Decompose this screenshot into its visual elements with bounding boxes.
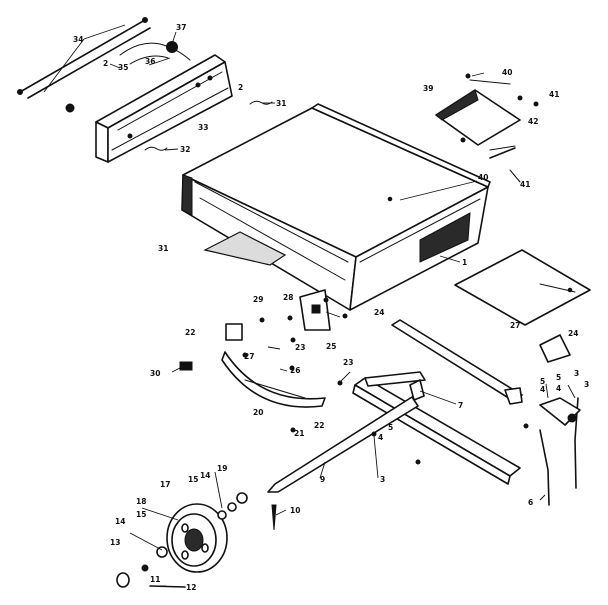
part-label: 3 [380, 475, 385, 484]
part-label: 7 [458, 401, 463, 410]
part-number-labels: 34 37 2 35 36 2 31 33 32 39 40 41 42 40 … [73, 23, 589, 592]
part-label: 4 [378, 433, 383, 442]
part-label: 27 [244, 352, 254, 361]
part-label: 40 [478, 173, 488, 182]
part-label: 1 [462, 258, 467, 267]
wheel-assembly [166, 503, 228, 573]
dump-box [181, 103, 491, 311]
axle-bolt [149, 585, 186, 588]
part-label: 36 [145, 57, 155, 66]
tongue-bar [267, 379, 425, 493]
part-label: 14 [200, 471, 210, 480]
part-label: 27 [510, 321, 520, 330]
tailgate-rod [17, 17, 151, 99]
mount-bracket [539, 334, 571, 363]
part-label: 14 [115, 517, 125, 526]
part-label: 10 [290, 506, 300, 515]
part-label: 37 [176, 23, 186, 32]
hub-bracket [539, 397, 581, 426]
part-label: 41 [549, 90, 559, 99]
part-label: 23 [295, 343, 305, 352]
part-label: 20 [253, 408, 263, 417]
part-label: 17 [160, 480, 170, 489]
part-label: 32 [180, 145, 190, 154]
spring-rod-left [539, 429, 550, 506]
part-label: 26 [290, 366, 300, 375]
part-label: 2 [103, 59, 108, 68]
part-label: 5 [388, 423, 393, 432]
axle-bar [391, 319, 523, 405]
part-label: 30 [150, 369, 160, 378]
part-label: 2 [238, 83, 243, 92]
part-label: 11 [150, 575, 160, 584]
part-label: 6 [528, 498, 533, 507]
part-label: 31 [276, 99, 286, 108]
part-label: 3 [574, 369, 579, 378]
part-label: 3 [584, 380, 589, 389]
part-label: 21 [294, 429, 304, 438]
part-label: 5 [540, 377, 545, 386]
part-label: 25 [326, 342, 336, 351]
clip-part-32 [144, 146, 168, 151]
part-label: 22 [185, 328, 195, 337]
part-label: 39 [423, 84, 433, 93]
part-label: 19 [217, 464, 227, 473]
part-label: 12 [186, 583, 196, 592]
leaf-spring [221, 351, 326, 408]
part-label: 4 [540, 385, 545, 394]
part-label: 22 [314, 421, 324, 430]
part-label: 40 [502, 68, 512, 77]
part-label: 35 [118, 63, 128, 72]
part-label: 24 [374, 308, 384, 317]
part-label: 24 [568, 329, 578, 338]
chain-link-part [119, 42, 191, 65]
part-label: 29 [253, 295, 263, 304]
part-label: 13 [110, 538, 120, 547]
hardware-bolts [242, 101, 539, 465]
part-label: 41 [520, 180, 530, 189]
part-label: 28 [283, 293, 293, 302]
part-label: 5 [556, 373, 561, 382]
axle-cap [116, 572, 130, 588]
flat-plate [454, 249, 591, 326]
part-label: 15 [136, 510, 146, 519]
latch-spring-part [489, 147, 521, 183]
part-label: 34 [73, 35, 83, 44]
part-label: 4 [556, 384, 561, 393]
part-label: 18 [136, 497, 146, 506]
spring-shackle [179, 323, 243, 371]
hitch-blade [271, 504, 277, 531]
latch-knob-part [65, 41, 178, 113]
part-label: 31 [158, 244, 168, 253]
part-label: 15 [188, 475, 198, 484]
tailgate-panel [95, 54, 233, 163]
part-label: 33 [198, 123, 208, 132]
part-label: 42 [528, 117, 538, 126]
part-label: 23 [343, 358, 353, 367]
wheel-washer-stack [141, 492, 248, 572]
leader-lines [43, 24, 576, 587]
side-cover-panel [435, 73, 523, 151]
box-hinge-bracket [203, 231, 331, 331]
part-label: 9 [320, 475, 325, 484]
